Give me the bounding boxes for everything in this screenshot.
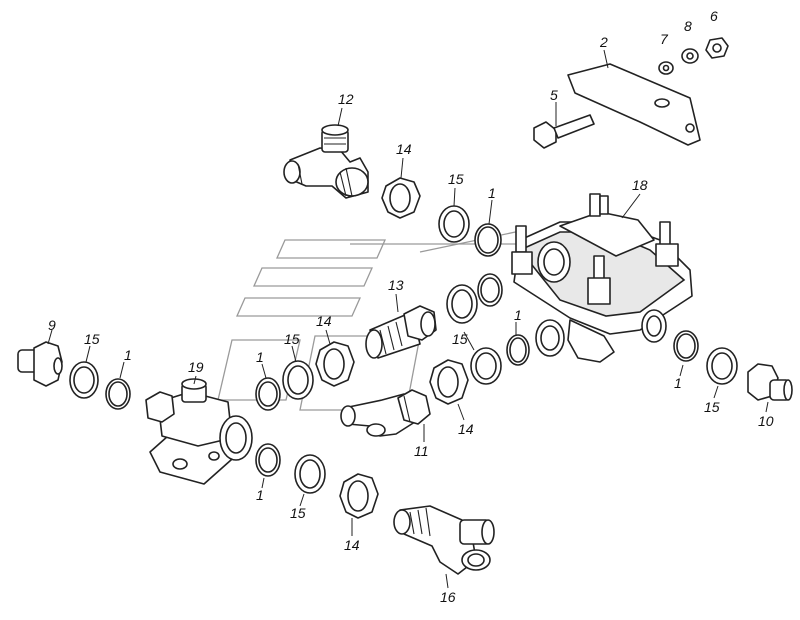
callout-1-upper: 1 [488,185,496,201]
part-11-elbow-fitting [340,389,431,442]
callout-7: 7 [660,31,669,47]
part-5-bolt [533,102,595,149]
callout-15-center: 15 [284,331,300,347]
callout-15-right: 15 [704,399,720,415]
callout-13: 13 [388,277,404,293]
part-10-plug [747,363,793,413]
callout-2: 2 [599,34,608,50]
callout-6: 6 [710,8,718,24]
part-1-ring-mid [477,273,503,307]
part-12-tee-fitting [283,107,369,199]
callout-labels: 2 7 8 6 5 12 14 15 1 18 13 1 15 14 15 1 … [48,8,774,605]
callout-1-mid: 1 [514,307,522,323]
part-14-nut-upper [381,157,421,219]
part-15-gasket-mid-2 [463,331,502,385]
part-1-ring-left [105,361,131,410]
callout-1-lower: 1 [256,487,264,503]
part-9-plug [17,329,63,387]
part-14-nut-lower [339,473,379,536]
part-1-ring-lower [255,443,281,489]
callout-15-upper: 15 [448,171,464,187]
part-15-gasket-lower [294,454,326,507]
callout-11: 11 [414,443,429,459]
callout-15-lower: 15 [290,505,306,521]
callout-8: 8 [684,18,692,34]
callout-14-right: 14 [458,421,474,437]
callout-12: 12 [338,91,354,107]
part-13-union-fitting [365,293,437,359]
part-14-nut-right [429,359,469,421]
part-7-washer [658,61,674,75]
part-15-gasket-mid [446,284,478,324]
part-1-ring-upper [474,199,502,257]
part-8-washer [681,48,699,64]
callout-14-center: 14 [316,313,332,329]
callout-15-left: 15 [84,331,100,347]
part-15-gasket-left [69,345,99,399]
part-19-cross-tee [145,375,253,485]
part-1-ring-center [255,363,281,411]
part-15-gasket-center [282,345,314,400]
callout-15-mid: 15 [452,331,468,347]
callout-1-left: 1 [124,347,132,363]
part-15-gasket-right [706,347,738,399]
callout-16: 16 [440,589,456,605]
part-15-gasket-upper [438,187,470,243]
part-1-ring-right [673,330,699,377]
callout-9: 9 [48,317,56,333]
callout-14-lower: 14 [344,537,360,553]
part-18-valve-body [511,193,693,363]
callout-14-upper: 14 [396,141,412,157]
callout-19: 19 [188,359,204,375]
part-6-nut [705,37,729,59]
part-2-bracket [567,49,701,146]
callout-1-right: 1 [674,375,682,391]
part-1-ring-mid-2 [506,322,530,366]
callout-1-center: 1 [256,349,264,365]
part-14-nut-center [315,329,355,387]
callout-18: 18 [632,177,648,193]
callout-10: 10 [758,413,774,429]
part-16-tee-fitting [393,505,495,589]
callout-5: 5 [550,87,558,103]
